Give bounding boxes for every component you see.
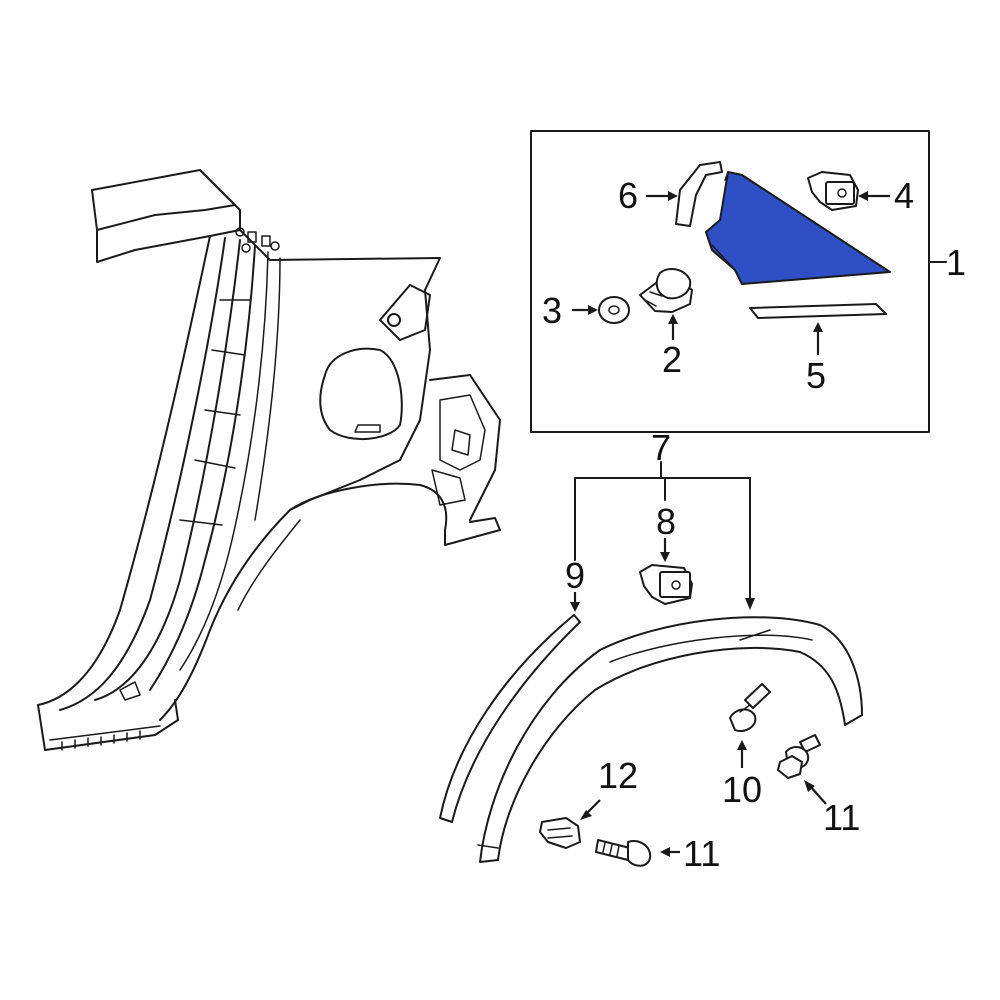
garnish-part-highlighted — [705, 171, 891, 285]
tape-part-5 — [749, 303, 887, 319]
callout-11-lower: 11 — [683, 833, 720, 874]
callout-7-bracket — [574, 461, 755, 610]
strip-part-9 — [439, 592, 581, 823]
callout-2: 2 — [662, 339, 682, 380]
quarter-panel — [37, 169, 501, 751]
clip-part-8 — [639, 538, 693, 605]
bolt-part-10 — [729, 683, 771, 768]
clip-part-2 — [639, 267, 693, 313]
callout-1: 1 — [946, 242, 966, 283]
callout-12: 12 — [598, 755, 638, 796]
callout-6: 6 — [618, 175, 638, 216]
callout-10: 10 — [722, 769, 762, 810]
bracket-part-6 — [675, 161, 723, 227]
bolt-part-11-lower — [595, 839, 680, 867]
callout-5: 5 — [806, 355, 826, 396]
clip-part-12 — [539, 799, 601, 849]
clip-part-4 — [807, 171, 859, 211]
bolt-part-11-upper — [777, 734, 827, 805]
wheel-arch-molding-part-7 — [477, 616, 863, 863]
inset-arrows — [572, 191, 890, 355]
callout-8: 8 — [656, 501, 676, 542]
washer-part-3 — [598, 296, 630, 324]
detail-box — [530, 130, 930, 433]
callout-11-upper: 11 — [823, 797, 860, 838]
callout-3: 3 — [542, 290, 562, 331]
callout-4: 4 — [894, 175, 914, 216]
callout-9: 9 — [565, 555, 585, 596]
callout-7: 7 — [651, 427, 671, 468]
